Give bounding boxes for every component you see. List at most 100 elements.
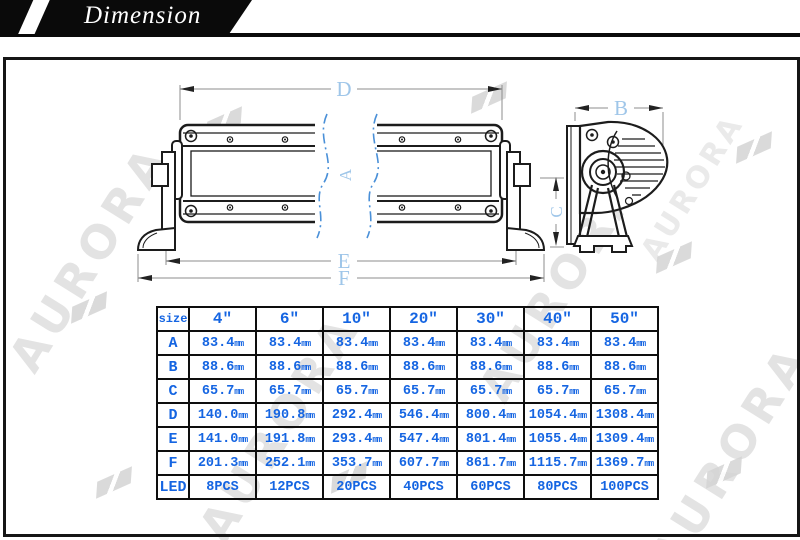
table-cell: 140.0mm: [188, 402, 257, 428]
table-cell: 65.7mm: [255, 378, 324, 404]
front-view: [136, 118, 546, 251]
table-cell: 80PCS: [523, 474, 592, 500]
table-cell: 20PCS: [322, 474, 391, 500]
unit-label: mm: [644, 434, 654, 445]
left-mount-bracket: [136, 151, 176, 251]
unit-label: mm: [372, 434, 382, 445]
header-banner: [0, 0, 252, 34]
unit-label: mm: [368, 386, 378, 397]
table-header-col: 10″: [322, 306, 391, 332]
unit-label: mm: [301, 386, 311, 397]
table-cell: 83.4mm: [255, 330, 324, 356]
table-row-label: D: [156, 402, 190, 428]
unit-label: mm: [569, 338, 579, 349]
dimension-labels: D E F B A C: [336, 77, 628, 290]
table-cell: 191.8mm: [255, 426, 324, 452]
dim-label-d: D: [336, 77, 351, 101]
unit-label: mm: [636, 338, 646, 349]
table-header-col: 50″: [590, 306, 659, 332]
table-cell: 65.7mm: [590, 378, 659, 404]
table-cell: 65.7mm: [389, 378, 458, 404]
unit-label: mm: [435, 362, 445, 373]
table-row-label: F: [156, 450, 190, 476]
table-header-col: 6″: [255, 306, 324, 332]
unit-label: mm: [569, 386, 579, 397]
unit-label: mm: [569, 362, 579, 373]
table-cell: 1369.7mm: [590, 450, 659, 476]
table-cell: 100PCS: [590, 474, 659, 500]
dim-label-e: E: [338, 249, 351, 273]
break-lines: [316, 113, 380, 239]
table-cell: 83.4mm: [188, 330, 257, 356]
table-header-col: 4″: [188, 306, 257, 332]
table-cell: 141.0mm: [188, 426, 257, 452]
content-border-box: [3, 57, 800, 537]
unit-label: mm: [577, 410, 587, 421]
table-cell: 83.4mm: [523, 330, 592, 356]
unit-label: mm: [305, 434, 315, 445]
table-cell: 1115.7mm: [523, 450, 592, 476]
unit-label: mm: [506, 410, 516, 421]
dim-label-b: B: [614, 96, 628, 120]
side-back-panel: [566, 125, 581, 245]
table-cell: 88.6mm: [590, 354, 659, 380]
unit-label: mm: [238, 458, 248, 469]
table-cell: 1054.4mm: [523, 402, 592, 428]
unit-label: mm: [644, 410, 654, 421]
table-row-label: C: [156, 378, 190, 404]
unit-label: mm: [435, 338, 445, 349]
unit-label: mm: [577, 434, 587, 445]
unit-label: mm: [301, 338, 311, 349]
table-cell: 1308.4mm: [590, 402, 659, 428]
table-cell: 65.7mm: [456, 378, 525, 404]
unit-label: mm: [644, 458, 654, 469]
unit-label: mm: [439, 434, 449, 445]
pivot-bolt-icon: [580, 149, 634, 206]
unit-label: mm: [305, 458, 315, 469]
right-mount-bracket: [506, 151, 546, 251]
table-cell: 252.1mm: [255, 450, 324, 476]
unit-label: mm: [506, 458, 516, 469]
table-header-col: 40″: [523, 306, 592, 332]
dim-label-c: C: [547, 206, 566, 217]
table-cell: 861.7mm: [456, 450, 525, 476]
unit-label: mm: [502, 386, 512, 397]
unit-label: mm: [577, 458, 587, 469]
unit-label: mm: [636, 362, 646, 373]
table-cell: 83.4mm: [590, 330, 659, 356]
bracket-base: [572, 235, 634, 253]
table-cell: 88.6mm: [255, 354, 324, 380]
table-cell: 88.6mm: [523, 354, 592, 380]
table-row-label: LED: [156, 474, 190, 500]
unit-label: mm: [439, 410, 449, 421]
table-cell: 293.4mm: [322, 426, 391, 452]
table-cell: 190.8mm: [255, 402, 324, 428]
unit-label: mm: [368, 362, 378, 373]
page-title: Dimension: [84, 2, 202, 29]
unit-label: mm: [238, 410, 248, 421]
side-screw-icon: [585, 128, 620, 149]
table-row-label: E: [156, 426, 190, 452]
unit-label: mm: [435, 386, 445, 397]
table-cell: 60PCS: [456, 474, 525, 500]
table-row-label: B: [156, 354, 190, 380]
table-cell: 353.7mm: [322, 450, 391, 476]
table-cell: 88.6mm: [322, 354, 391, 380]
unit-label: mm: [301, 362, 311, 373]
table-cell: 8PCS: [188, 474, 257, 500]
table-header-size: size: [156, 306, 190, 332]
table-cell: 83.4mm: [322, 330, 391, 356]
table-cell: 83.4mm: [389, 330, 458, 356]
table-cell: 1055.4mm: [523, 426, 592, 452]
unit-label: mm: [636, 386, 646, 397]
table-header-col: 20″: [389, 306, 458, 332]
dim-label-a: A: [336, 168, 355, 181]
